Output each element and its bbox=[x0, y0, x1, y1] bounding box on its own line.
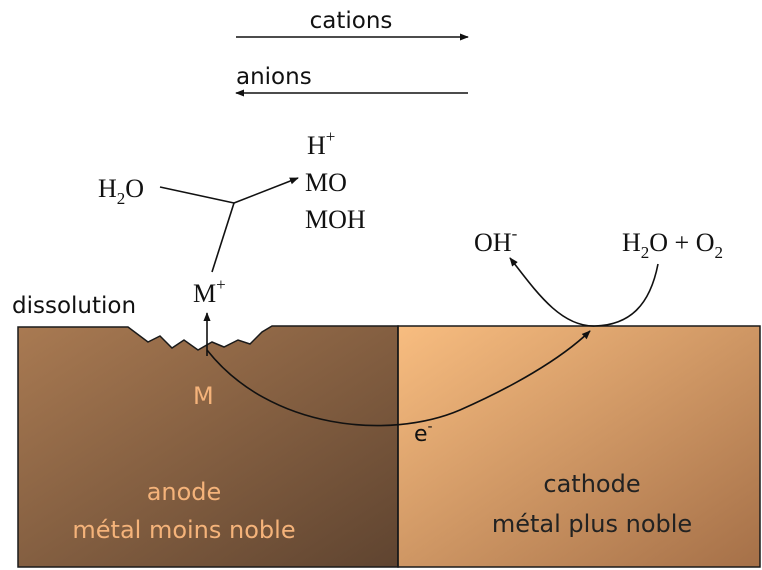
anode-subtitle: métal moins noble bbox=[72, 516, 295, 544]
water-oxygen-subscript-1: 2 bbox=[641, 243, 650, 262]
anions-label: anions bbox=[236, 64, 312, 90]
h-plus-superscript: + bbox=[326, 127, 336, 146]
water-oxygen-label: H2O + O2 bbox=[622, 228, 723, 262]
m-plus-to-junction-line bbox=[211, 202, 235, 273]
water-oxygen-subscript-2: 2 bbox=[715, 243, 724, 262]
cathode-reaction-arc bbox=[509, 257, 659, 327]
cathode-block bbox=[397, 325, 761, 568]
hydroxide-label: OH- bbox=[474, 224, 518, 257]
cathode-title: cathode bbox=[543, 470, 640, 498]
water-to-junction-line bbox=[159, 186, 235, 204]
water-label: H2O bbox=[98, 174, 144, 208]
mo-label: MO bbox=[305, 168, 347, 197]
electron-label: e- bbox=[414, 419, 433, 447]
water-subscript: 2 bbox=[117, 189, 126, 208]
metal-atom-label: M bbox=[193, 382, 214, 410]
electron-flow-arrow bbox=[206, 330, 591, 427]
anode-title: anode bbox=[147, 478, 222, 506]
cathode-subtitle: métal plus noble bbox=[492, 510, 692, 538]
h-plus-label: H+ bbox=[307, 127, 335, 160]
dissolution-label: dissolution bbox=[12, 293, 136, 319]
hydroxide-superscript: - bbox=[512, 224, 518, 243]
junction-to-products-arrow bbox=[233, 177, 299, 204]
electron-superscript: - bbox=[428, 419, 433, 435]
cations-label: cations bbox=[310, 8, 393, 34]
m-plus-superscript: + bbox=[216, 275, 226, 294]
moh-label: MOH bbox=[305, 205, 366, 234]
m-plus-label: M+ bbox=[193, 275, 226, 308]
